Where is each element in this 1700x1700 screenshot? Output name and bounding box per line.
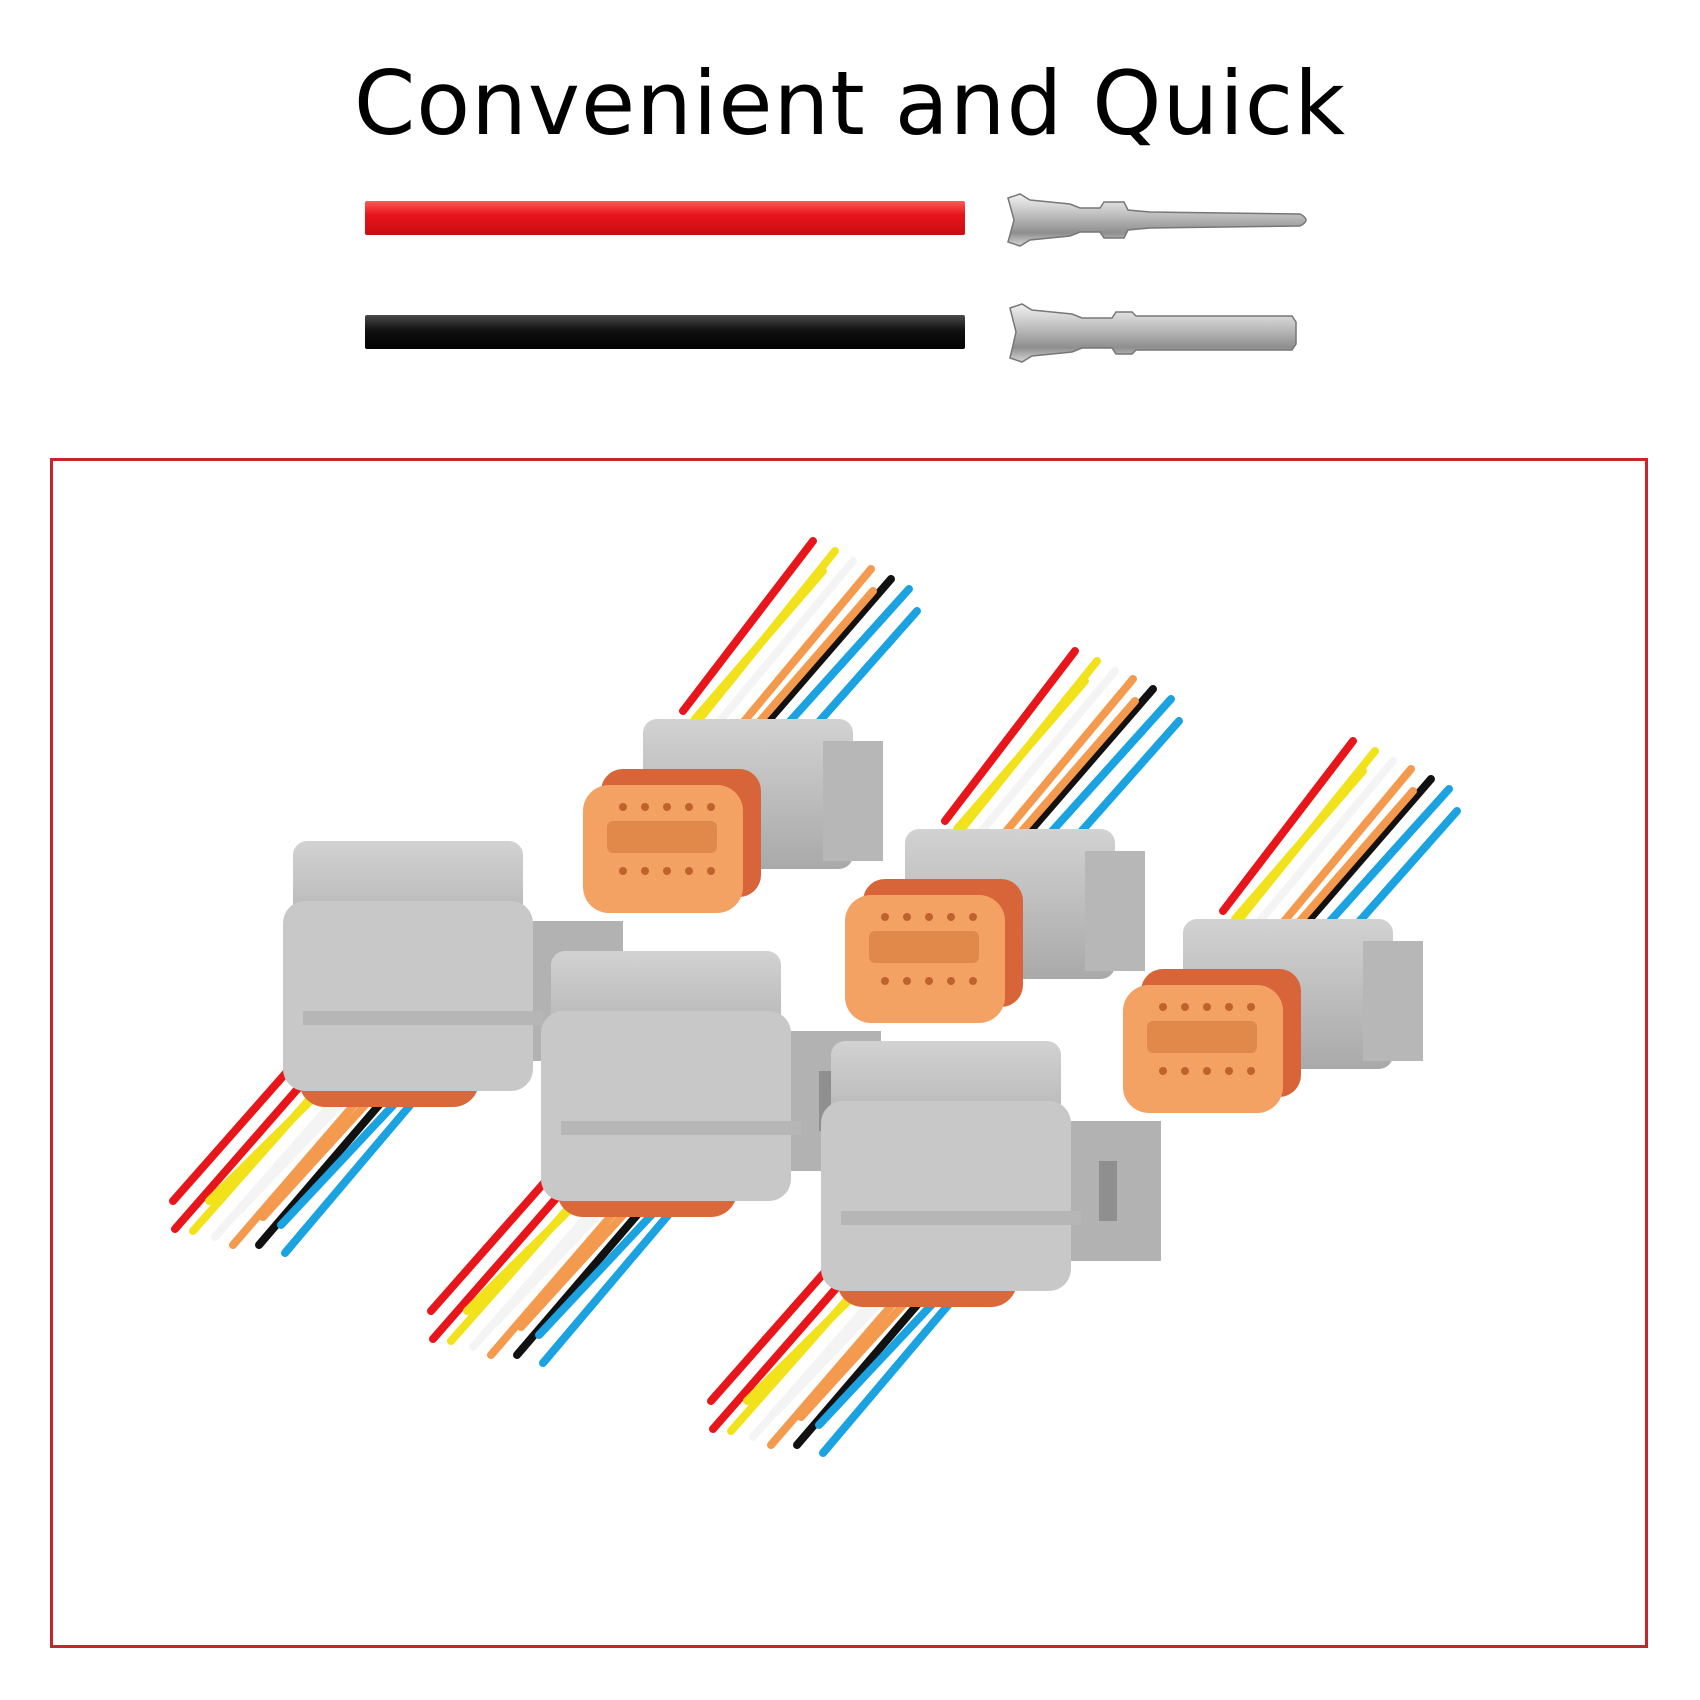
red-wire	[365, 201, 965, 235]
female-socket-contact	[1009, 303, 1297, 363]
male-pin-contact	[1007, 193, 1307, 247]
plug-connector	[169, 841, 623, 1257]
receptacle-connector	[1123, 741, 1457, 1113]
receptacle-connector	[845, 651, 1179, 1023]
product-photo-frame	[50, 458, 1648, 1648]
black-wire	[365, 315, 965, 349]
receptacle-connector	[583, 537, 921, 913]
connector-photo	[169, 537, 1645, 1645]
page-title: Convenient and Quick	[353, 52, 1347, 155]
